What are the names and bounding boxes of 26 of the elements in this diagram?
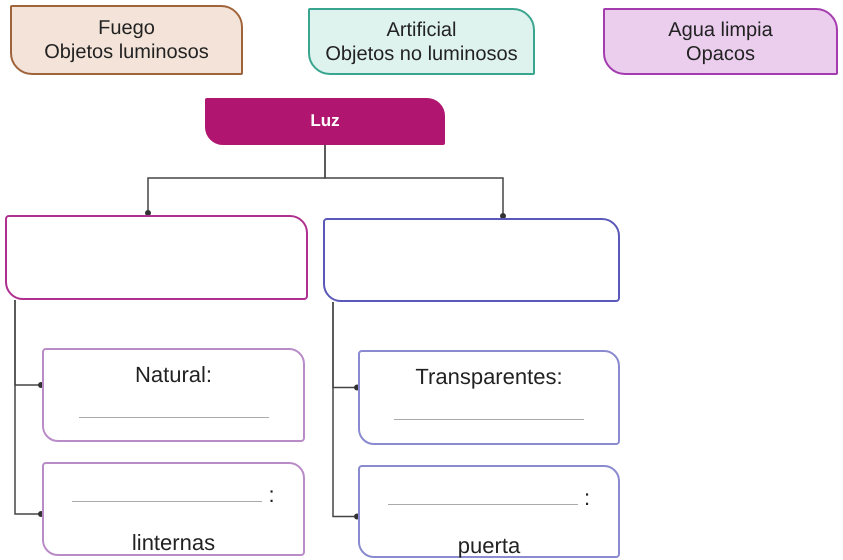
word-bank-card [603,8,838,75]
word-text: Fuego [98,16,155,40]
answer-card [358,465,620,558]
colon-text: : [268,482,275,508]
word-text: Artificial [386,18,456,42]
title-box [205,98,445,145]
answer-box [5,215,308,300]
word-text: Agua limpia [668,18,773,42]
answer-card [42,348,305,442]
answer-text: linternas [132,530,216,557]
answer-card [42,462,305,556]
prompt-text: Transparentes: [415,364,563,390]
connector-line [324,145,506,219]
connector-line [332,302,360,520]
word-text: Objetos no luminosos [325,42,518,66]
word-bank-card [308,8,535,75]
answer-box [323,218,620,302]
word-text: Objetos luminosos [44,40,209,64]
connector-line [14,300,44,517]
word-text: Opacos [686,42,755,66]
colon-text: : [584,485,590,512]
answer-card [358,350,620,445]
answer-text: puerta [458,533,520,560]
word-bank-card [10,5,243,75]
title-text: Luz [310,111,340,132]
prompt-text: Natural: [134,362,212,388]
